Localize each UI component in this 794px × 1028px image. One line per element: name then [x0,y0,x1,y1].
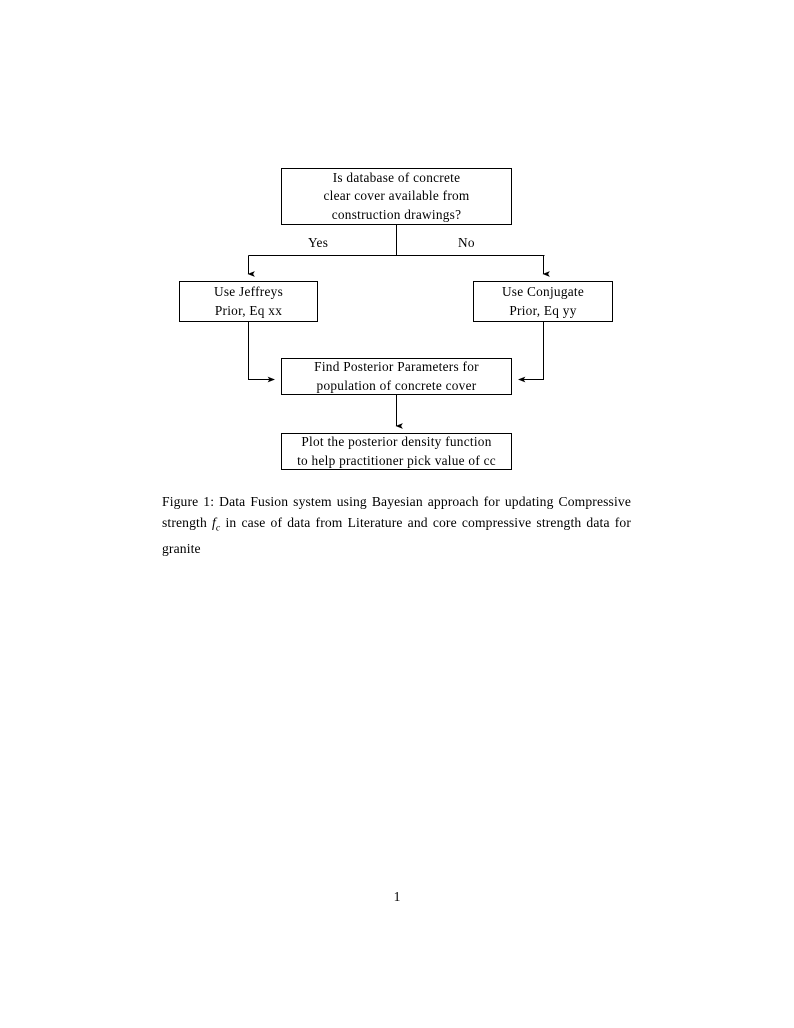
node-conjugate-line-1: Use Conjugate [501,283,585,299]
node-decision-line-3: construction drawings? [331,206,462,222]
node-posterior-line-1: Find Posterior Parameters for [314,358,479,374]
figure-caption: Figure 1: Data Fusion system using Bayes… [162,492,631,559]
caption-math-variable: f [212,514,216,530]
node-posterior-line-2: population of concrete cover [316,377,477,393]
caption-label: Figure 1: [162,494,215,509]
node-jeffreys-line-1: Use Jeffreys [213,283,284,299]
page-number: 1 [393,889,401,904]
node-jeffreys-line-2: Prior, Eq xx [214,302,283,318]
edge-conjugate-to-posterior [517,322,545,383]
node-decision-line-1: Is database of concrete [332,169,461,185]
node-use-jeffreys-prior: Use Jeffreys Prior, Eq xx [179,281,318,322]
caption-text-after-math: in case of data from Literature and core… [162,514,631,556]
caption-text-before-math: Data Fusion system using Bayesian approa… [162,494,631,530]
edge-label-yes: Yes [308,235,329,250]
node-conjugate-line-2: Prior, Eq yy [509,302,577,318]
edge-label-no: No [458,235,475,250]
node-plot-line-2: to help practitioner pick value of cc [297,452,496,468]
node-plot-line-1: Plot the posterior density function [301,433,492,449]
node-plot-posterior-density: Plot the posterior density function to h… [281,433,512,470]
caption-math-subscript: c [215,522,221,534]
node-use-conjugate-prior: Use Conjugate Prior, Eq yy [473,281,613,322]
node-decision-database-available: Is database of concrete clear cover avai… [281,168,512,225]
flowchart-connectors [247,225,550,429]
edge-jeffreys-to-posterior [247,322,276,383]
node-decision-line-2: clear cover available from [323,188,470,204]
node-find-posterior-parameters: Find Posterior Parameters for population… [281,358,512,395]
figure-flowchart: Is database of concrete clear cover avai… [0,0,794,490]
